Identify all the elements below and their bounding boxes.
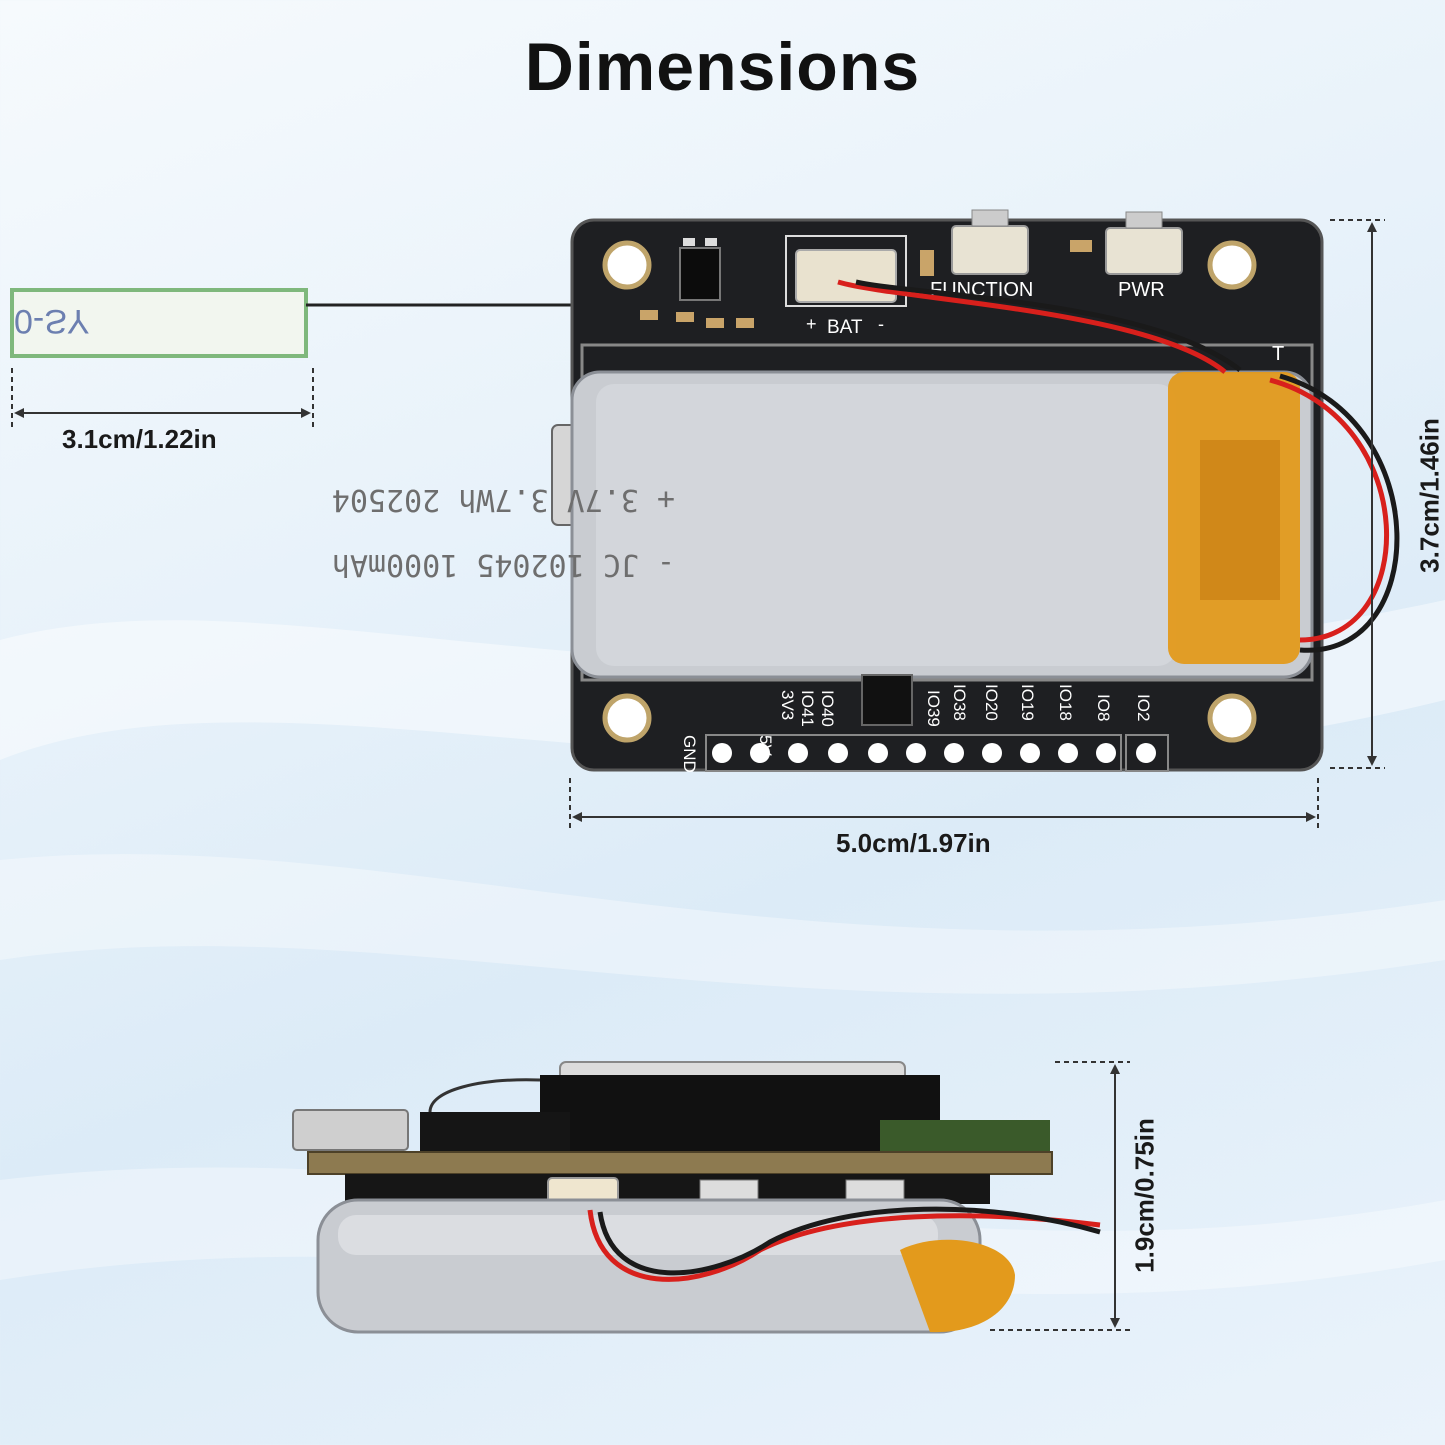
antenna-length-label: 3.1cm/1.22in: [62, 424, 217, 454]
kapton-tape-side: [900, 1239, 1015, 1333]
battery-wire-black: [855, 279, 1242, 372]
battery-plus-label: +: [806, 314, 817, 334]
mounting-hole-icon: [602, 240, 652, 290]
battery-wire-red: [837, 279, 1227, 374]
pin-label: IO18: [1056, 684, 1075, 721]
pin-label: IO38: [950, 684, 969, 721]
pin-label: IO2: [1134, 694, 1153, 721]
gnd-label: GND: [680, 735, 699, 773]
usb-port-side: [292, 1109, 409, 1151]
power-button-label: PWR: [1118, 279, 1165, 301]
pin-label: IO8: [1094, 694, 1113, 721]
display-module: [540, 1075, 940, 1153]
pcb-edge: [307, 1151, 1053, 1175]
board-width-label: 5.0cm/1.97in: [836, 828, 991, 858]
assembly-thickness-label: 1.9cm/0.75in: [1129, 1118, 1160, 1273]
antenna-body: [10, 288, 308, 358]
battery-print-line2: - JC 102045 1000mAh: [332, 547, 675, 582]
pin-label: IO19: [1018, 684, 1037, 721]
mounting-hole-icon: [1207, 693, 1257, 743]
pin-label: 5V: [756, 735, 775, 756]
pin-label: IO39: [924, 690, 943, 727]
page-title: Dimensions: [524, 29, 921, 105]
pin-header: [712, 743, 1156, 763]
mounting-hole-icon: [602, 693, 652, 743]
mounting-hole-icon: [1207, 240, 1257, 290]
chip: [861, 674, 913, 726]
board-side-label: T: [1272, 343, 1284, 365]
battery-connector-label: BAT: [827, 317, 863, 338]
pin-label: IO41: [798, 690, 817, 727]
pin-label: IO40: [818, 690, 837, 727]
antenna-print: 0-SY: [14, 302, 90, 340]
pin-label: 3V3: [778, 690, 797, 720]
pin-label: IO20: [982, 684, 1001, 721]
battery-print-line1: + 3.7V 3.7Wh 202504: [332, 482, 675, 517]
battery-minus-label: -: [878, 314, 884, 334]
